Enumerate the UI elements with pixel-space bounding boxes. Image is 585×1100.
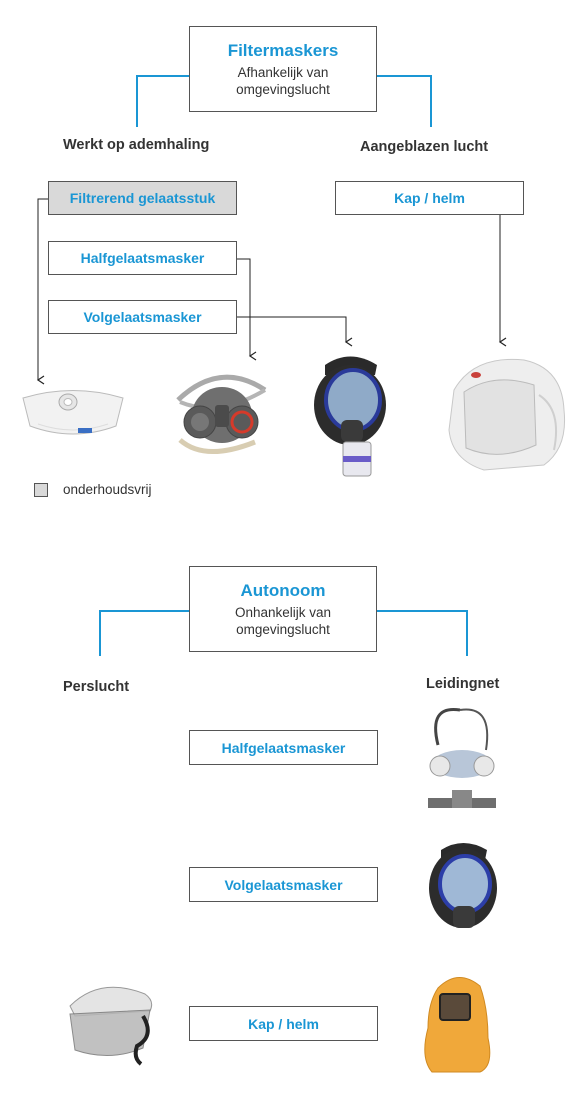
airline-helmet-icon — [69, 986, 153, 1066]
filtermaskers-subtitle-2: omgevingslucht — [236, 81, 330, 97]
legend-swatch — [34, 483, 48, 497]
halfgelaatsmasker-box-top: Halfgelaatsmasker — [48, 241, 237, 275]
kap-helm-box-bottom: Kap / helm — [189, 1006, 378, 1041]
filtermaskers-title: Filtermaskers — [227, 40, 339, 60]
halfgelaatsmasker-label-top: Halfgelaatsmasker — [80, 250, 205, 266]
filtrerend-gelaatsstuk-label: Filtrerend gelaatsstuk — [69, 190, 216, 206]
volgelaatsmasker-box-top: Volgelaatsmasker — [48, 300, 237, 334]
bottom-left-connector — [99, 610, 189, 656]
volgelaatsmasker-label-bottom: Volgelaatsmasker — [224, 876, 343, 893]
halfgelaats-arrow — [237, 258, 257, 361]
filtermaskers-subtitle-1: Afhankelijk van — [237, 64, 329, 80]
volgelaatsmasker-label-top: Volgelaatsmasker — [83, 309, 202, 325]
kap-helm-box-top: Kap / helm — [335, 181, 524, 215]
filtermaskers-box: Filtermaskers Afhankelijk van omgevingsl… — [189, 26, 377, 112]
autonoom-subtitle-1: Onhankelijk van — [234, 604, 332, 620]
top-right-connector — [376, 75, 432, 127]
filtrerend-gelaatsstuk-box: Filtrerend gelaatsstuk — [48, 181, 237, 215]
category-leidingnet: Leidingnet — [426, 676, 500, 692]
autonoom-subtitle-2: omgevingslucht — [236, 621, 330, 637]
filtrerend-arrow — [36, 198, 48, 385]
category-perslucht: Perslucht — [63, 679, 130, 695]
legend-onderhoudsvrij: onderhoudsvrij — [63, 482, 152, 497]
halfgelaatsmasker-label-bottom: Halfgelaatsmasker — [221, 739, 346, 756]
full-face-mask-icon — [314, 356, 386, 477]
category-aangeblazen-lucht: Aangeblazen lucht — [360, 139, 489, 155]
autonoom-title: Autonoom — [240, 580, 326, 600]
kap-helm-label-top: Kap / helm — [394, 190, 465, 206]
kap-helm-label-bottom: Kap / helm — [248, 1015, 319, 1032]
dust-mask-icon — [22, 390, 124, 435]
halfgelaatsmasker-box-bottom: Halfgelaatsmasker — [189, 730, 378, 765]
airline-hood-icon — [424, 977, 491, 1073]
airline-full-face-mask-icon — [429, 843, 497, 928]
volgelaatsmasker-box-bottom: Volgelaatsmasker — [189, 867, 378, 902]
airline-half-mask-icon — [428, 707, 496, 808]
top-left-connector — [136, 75, 189, 127]
volgelaats-arrow — [237, 316, 353, 347]
category-werkt-op-ademhaling: Werkt op ademhaling — [63, 137, 210, 153]
half-mask-icon — [176, 374, 267, 454]
hood-icon — [448, 358, 566, 471]
bottom-right-connector — [376, 610, 468, 656]
autonoom-box: Autonoom Onhankelijk van omgevingslucht — [189, 566, 377, 652]
